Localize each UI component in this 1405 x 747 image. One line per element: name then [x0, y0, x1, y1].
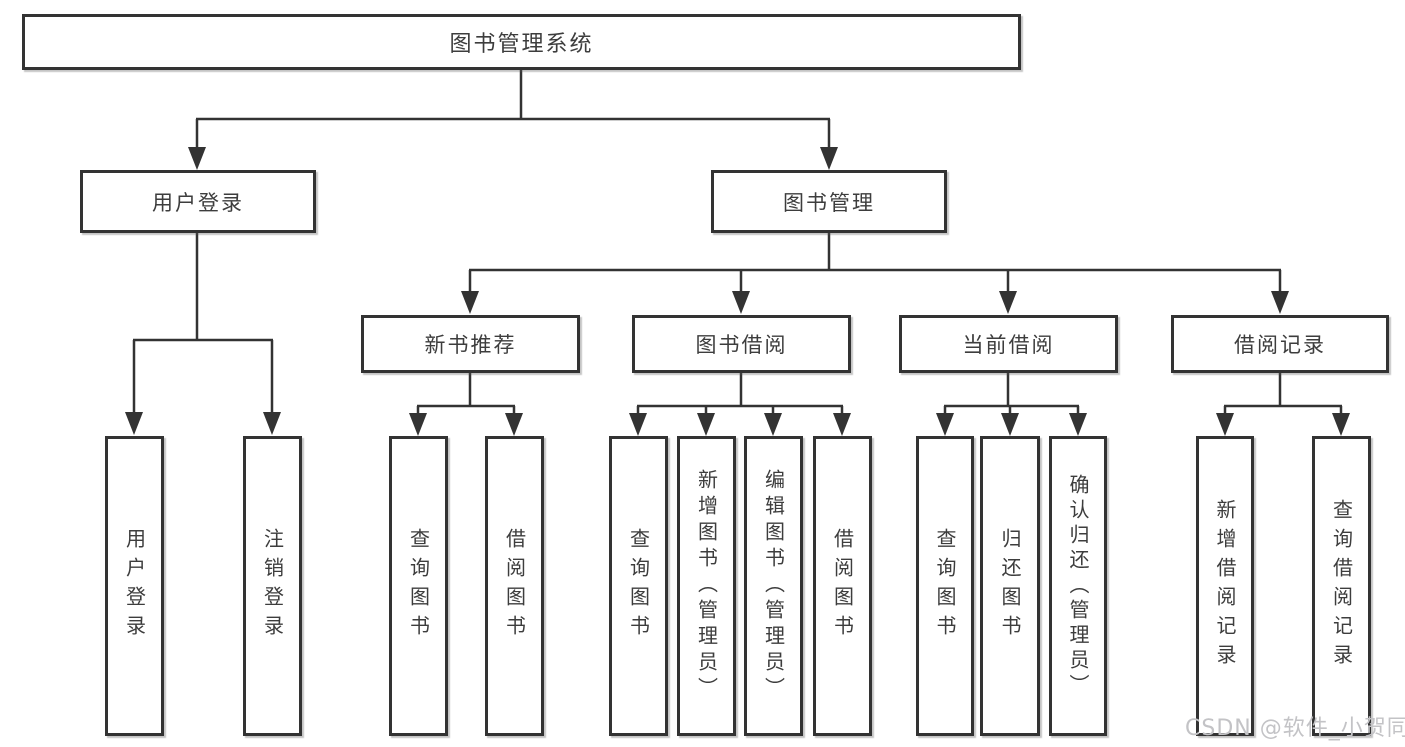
node-root: 图书管理系统	[22, 14, 1021, 70]
leaf-return-book: 归还图书	[980, 436, 1040, 736]
node-book-mgmt: 图书管理	[711, 170, 947, 233]
connector-borrow-record-fan	[1216, 373, 1350, 436]
leaf-borrow-book-2: 借阅图书	[813, 436, 872, 736]
connector-user-login-fan	[125, 233, 281, 435]
node-new-book-rec: 新书推荐	[361, 315, 580, 373]
leaf-query-book-2: 查询图书	[609, 436, 668, 736]
leaf-query-borrow-record: 查询借阅记录	[1312, 436, 1371, 736]
leaf-add-borrow-record: 新增借阅记录	[1196, 436, 1254, 736]
node-user-login: 用户登录	[80, 170, 316, 233]
leaf-add-book-admin: 新增图书（管理员）	[677, 436, 736, 736]
leaf-confirm-return-admin: 确认归还（管理员）	[1049, 436, 1107, 736]
node-borrow-record: 借阅记录	[1171, 315, 1389, 373]
connector-root-fan	[188, 70, 838, 170]
connector-book-mgmt-fan	[461, 233, 1289, 314]
leaf-logout: 注销登录	[243, 436, 302, 736]
node-book-borrow: 图书借阅	[632, 315, 851, 373]
leaf-user-login: 用户登录	[105, 436, 164, 736]
leaf-edit-book-admin: 编辑图书（管理员）	[744, 436, 803, 736]
connector-new-book-rec-fan	[409, 373, 523, 436]
csdn-watermark: CSDN @软件_小贺同学	[1185, 716, 1405, 741]
leaf-query-book-3: 查询图书	[916, 436, 974, 736]
leaf-borrow-book-1: 借阅图书	[485, 436, 544, 736]
node-current-borrow: 当前借阅	[899, 315, 1118, 373]
connector-book-borrow-fan	[629, 373, 851, 436]
leaf-query-book-1: 查询图书	[389, 436, 448, 736]
connector-current-borrow-fan	[936, 373, 1087, 436]
